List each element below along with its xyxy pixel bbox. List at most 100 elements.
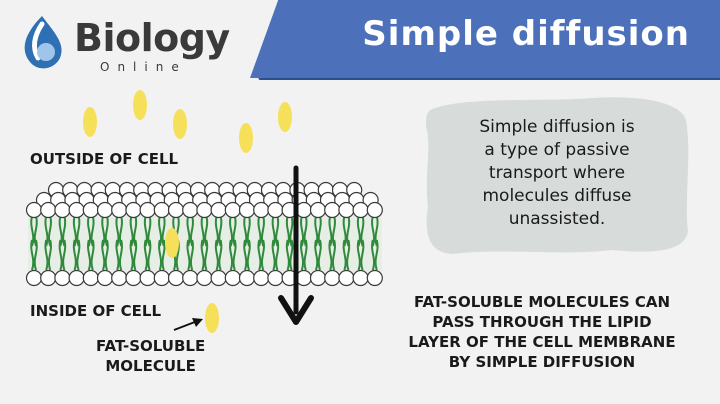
lipid-tail — [76, 215, 81, 247]
lipid-tail — [90, 215, 95, 247]
phospholipid-head — [309, 269, 327, 287]
lipid-tail — [271, 215, 276, 247]
lipid-tail — [189, 239, 194, 271]
phospholipid-head — [182, 201, 199, 219]
lipid-tail — [257, 239, 262, 271]
lipid-tail — [289, 239, 294, 271]
lipid-tails-group — [28, 212, 382, 272]
phospholipid-head — [68, 201, 85, 219]
lipid-tail — [87, 215, 92, 247]
lipid-tail — [356, 215, 361, 247]
lipid-tail — [143, 215, 148, 247]
lipid-tail — [374, 239, 379, 271]
lipid-tail — [356, 239, 361, 271]
lipid-tail — [62, 215, 67, 247]
phospholipid-head — [167, 201, 185, 219]
lipid-tail — [147, 239, 152, 271]
lipid-tail — [58, 239, 63, 271]
lipid-tail — [189, 215, 194, 247]
phospholipid-head — [366, 269, 383, 287]
lipid-tail — [232, 239, 237, 271]
phospholipid-head — [338, 269, 355, 287]
lipid-tail — [90, 239, 95, 271]
phospholipid-head — [338, 201, 355, 219]
phospholipid-head — [210, 269, 227, 287]
lipid-tail — [342, 215, 347, 247]
phospholipid-head — [210, 201, 227, 219]
lipid-tail — [303, 239, 308, 271]
caption-line3: LAYER OF THE CELL MEMBRANE — [408, 333, 676, 351]
phospholipid-head — [295, 269, 312, 287]
phospholipid-head — [153, 269, 170, 287]
lipid-tail — [285, 215, 290, 247]
lipid-tail — [331, 239, 336, 271]
note-line1: Simple diffusion is — [479, 117, 635, 137]
lipid-tail — [243, 215, 248, 247]
lipid-tail — [218, 215, 223, 247]
phospholipid-head — [111, 201, 128, 219]
lipid-tail — [129, 239, 134, 271]
lipid-tail — [47, 215, 52, 247]
phospholipid-head — [139, 201, 156, 219]
fat-soluble-molecule-label: FAT-SOLUBLE MOLECULE — [96, 336, 205, 376]
lipid-tail — [87, 239, 92, 271]
lipid-tail — [44, 239, 49, 271]
lipid-tail — [285, 239, 290, 271]
lipid-tail — [300, 215, 305, 247]
phospholipid-head — [68, 269, 85, 287]
lipid-tail — [33, 215, 38, 247]
lipid-tail — [115, 239, 120, 271]
phospholipid-head — [324, 201, 341, 219]
inside-of-cell-label: INSIDE OF CELL — [30, 302, 162, 320]
phospholipid-head — [25, 201, 43, 219]
lipid-tail — [104, 215, 109, 247]
phospholipid-head — [366, 201, 383, 219]
phospholipid-head — [139, 269, 156, 287]
phospholipid-head — [111, 269, 128, 287]
caption-line1: FAT-SOLUBLE MOLECULES CAN — [413, 293, 671, 311]
phospholipid-head — [309, 201, 327, 219]
phospholipid-head — [25, 269, 43, 287]
phospholipid-head — [352, 269, 369, 287]
fat-soluble-molecule — [239, 123, 253, 153]
lipid-tail — [72, 215, 77, 247]
lipid-tail — [314, 239, 319, 271]
outside-of-cell-label: OUTSIDE OF CELL — [30, 150, 179, 168]
fat-soluble-molecule — [278, 102, 292, 132]
phospholipid-head — [54, 269, 71, 287]
lipid-tail — [371, 239, 376, 271]
lipid-tail — [257, 215, 262, 247]
phospholipid-head — [267, 201, 284, 219]
phospholipid-head — [153, 201, 170, 219]
lipid-tail — [118, 215, 123, 247]
lipid-tail — [58, 215, 63, 247]
phospholipid-head — [125, 269, 142, 287]
page-title: Simple diffusion — [362, 14, 690, 54]
lipid-tail — [374, 215, 379, 247]
phospholipid-head — [224, 269, 241, 287]
lipid-tail — [328, 215, 333, 247]
lipid-tail — [101, 215, 106, 247]
dna-leaf-icon — [24, 16, 62, 69]
phospholipid-head — [196, 269, 213, 287]
lipid-tail — [200, 215, 205, 247]
definition-note: Simple diffusion is a type of passive tr… — [440, 116, 674, 231]
molecules-group — [83, 90, 292, 153]
lipid-tail — [133, 239, 138, 271]
lipid-tail — [260, 215, 265, 247]
lipid-tail — [360, 215, 365, 247]
lipid-tail — [303, 215, 308, 247]
lipid-tail — [214, 239, 219, 271]
lipid-tail — [76, 239, 81, 271]
lipid-tail — [314, 215, 319, 247]
phospholipid-head — [295, 201, 312, 219]
lipid-tail — [204, 215, 209, 247]
phospholipid-head — [253, 201, 270, 219]
lipid-tail — [129, 215, 134, 247]
fat-soluble-molecule — [165, 228, 179, 258]
lipid-tail — [118, 239, 123, 271]
lipid-tail — [158, 215, 163, 247]
lipid-tail — [243, 239, 248, 271]
lipid-tail — [271, 239, 276, 271]
phospholipid-head — [324, 269, 341, 287]
